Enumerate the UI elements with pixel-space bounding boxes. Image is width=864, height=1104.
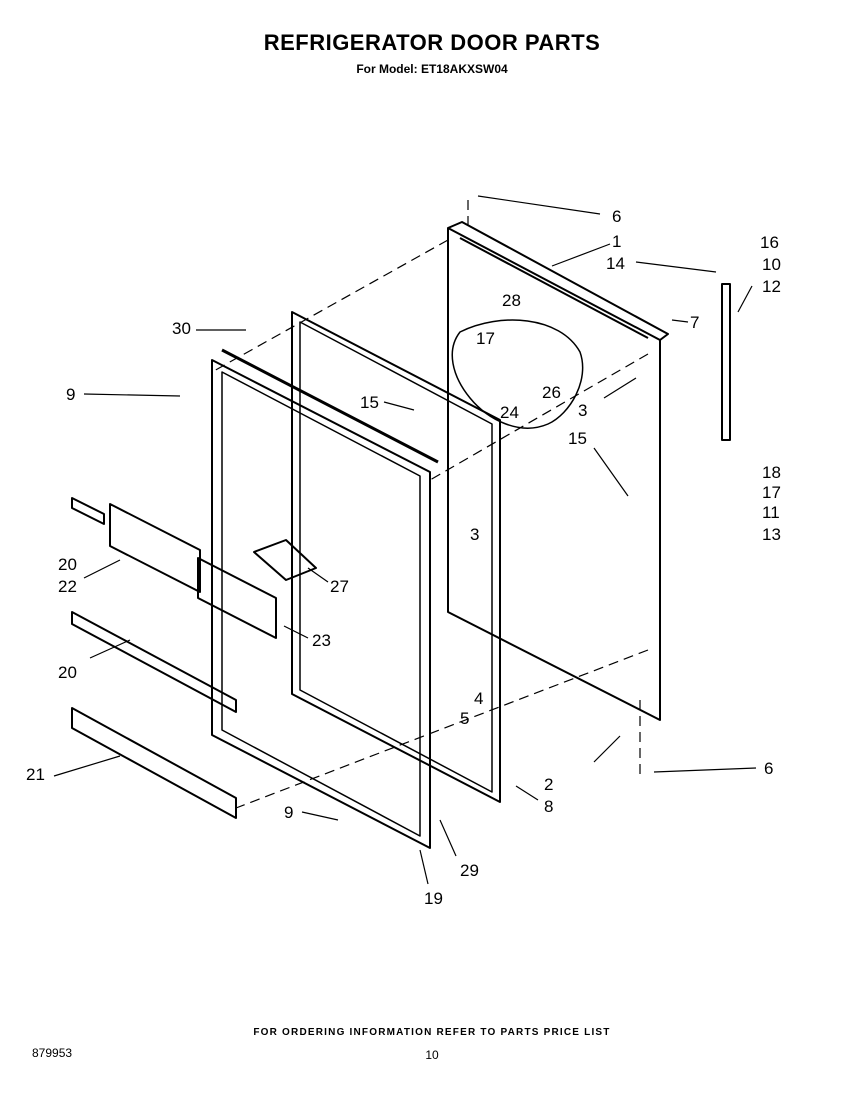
callout-30: 30 (172, 319, 191, 338)
callout-9-upper: 9 (66, 385, 75, 404)
callout-14: 14 (606, 254, 625, 273)
callout-15-right: 15 (568, 429, 587, 448)
page-number: 10 (425, 1048, 439, 1062)
outer-door-panel (447, 227, 661, 721)
callout-16: 16 (760, 233, 779, 252)
callout-29: 29 (460, 861, 479, 880)
callout-3-upper: 3 (578, 401, 587, 420)
cutaway-detail (451, 319, 584, 429)
hinge-rod (721, 283, 731, 441)
callout-12: 12 (762, 277, 781, 296)
part-callouts: 6 1 14 16 10 12 7 28 17 26 24 3 15 15 18… (26, 207, 781, 908)
callout-24: 24 (500, 403, 519, 422)
rail-20-lower (71, 611, 237, 713)
callout-11: 11 (762, 503, 780, 522)
callout-23: 23 (312, 631, 331, 650)
callout-17: 17 (762, 483, 781, 502)
callout-6-top: 6 (612, 207, 621, 226)
rail-20-upper (71, 497, 105, 525)
trim-strip (221, 348, 439, 464)
shelf-23 (197, 557, 277, 639)
callout-20-upper: 20 (58, 555, 77, 574)
callout-2: 2 (544, 775, 553, 794)
callout-21: 21 (26, 765, 45, 784)
inner-door-liner (211, 359, 431, 849)
model-subtitle: For Model: ET18AKXSW04 (356, 62, 508, 76)
ordering-info: FOR ORDERING INFORMATION REFER TO PARTS … (253, 1027, 611, 1038)
callout-1: 1 (612, 232, 621, 251)
callout-18: 18 (762, 463, 781, 482)
callout-19: 19 (424, 889, 443, 908)
callout-27: 27 (330, 577, 349, 596)
shelf-21 (71, 707, 237, 819)
callout-7: 7 (690, 313, 699, 332)
callout-22: 22 (58, 577, 77, 596)
callout-8: 8 (544, 797, 553, 816)
shelf-22 (109, 503, 201, 593)
callout-4: 4 (474, 689, 483, 708)
page-title: REFRIGERATOR DOOR PARTS (263, 30, 601, 55)
callout-13: 13 (762, 525, 781, 544)
door-gasket (291, 311, 501, 803)
callout-6-bottom: 6 (764, 759, 773, 778)
callout-17-detail: 17 (476, 329, 495, 348)
callout-28: 28 (502, 291, 521, 310)
callout-20-lower: 20 (58, 663, 77, 682)
callout-5: 5 (460, 709, 469, 728)
butter-compartment (253, 539, 317, 581)
document-number: 879953 (32, 1046, 73, 1060)
callout-15-left: 15 (360, 393, 379, 412)
callout-9-lower: 9 (284, 803, 293, 822)
callout-10: 10 (762, 255, 781, 274)
callout-3-lower: 3 (470, 525, 479, 544)
callout-26: 26 (542, 383, 561, 402)
